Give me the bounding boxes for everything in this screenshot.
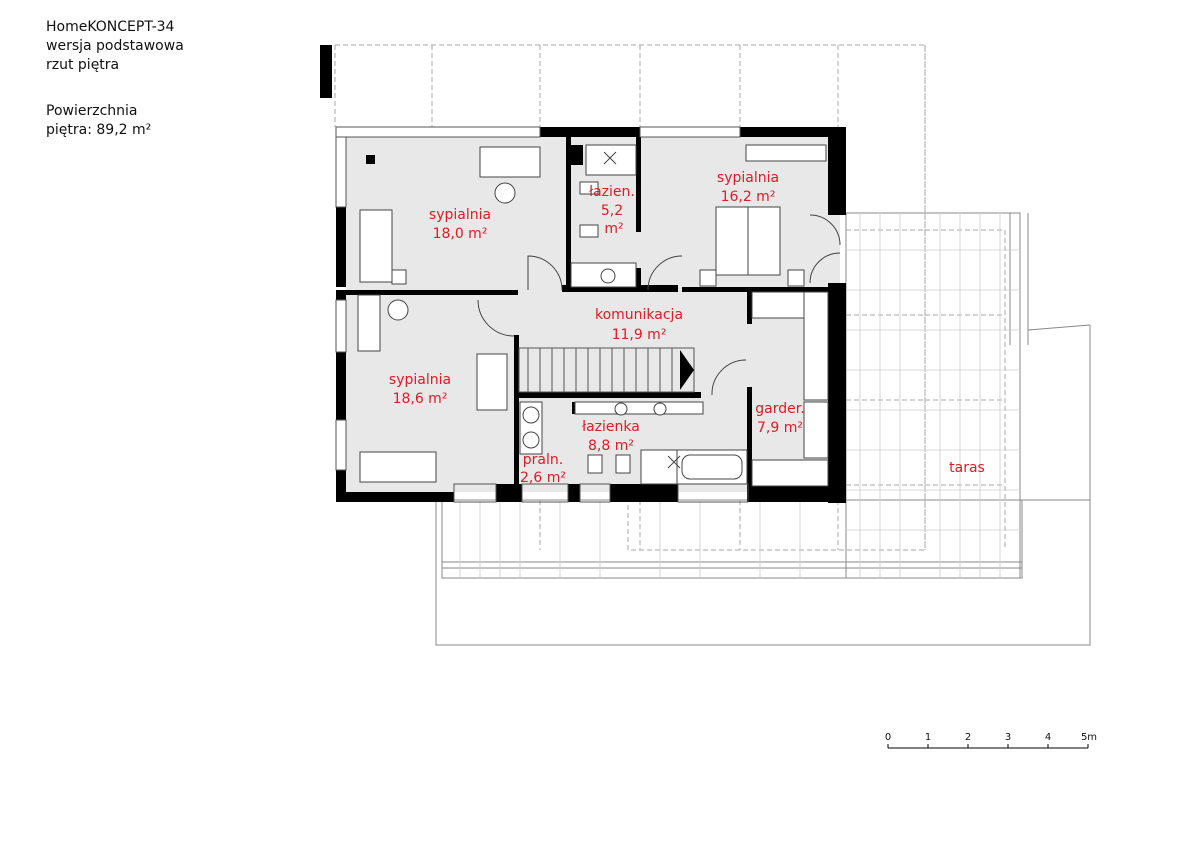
room-area: 8,8 m² [588,438,634,454]
scale-tick-label: 2 [965,732,971,743]
project-title: HomeKONCEPT-34 wersja podstawowa rzut pi… [46,18,184,75]
scale-bar: 0 1 2 3 4 5m [885,732,1097,749]
room-area: 7,9 m² [757,420,803,436]
area-label: Powierzchnia [46,103,138,119]
room-name: łazien. [589,184,635,200]
stair-arrow-icon [680,350,694,390]
room-area: 18,0 m² [433,226,488,242]
area-value: piętra: 89,2 m² [46,122,152,138]
scale-tick-label: 4 [1045,732,1051,743]
scale-tick-label: 0 [885,732,891,743]
floor-area: Powierzchnia piętra: 89,2 m² [46,102,151,140]
room-name: sypialnia [717,170,779,186]
project-variant: wersja podstawowa [46,38,184,54]
terrace-label: taras [949,460,985,476]
room-area: 2,6 m² [520,470,566,486]
windows [335,126,749,503]
scale-tick-label: 3 [1005,732,1011,743]
terrace-grid [459,213,1020,578]
drawing-view: rzut piętra [46,57,120,73]
walls [336,127,846,503]
room-name: praln. [523,452,563,468]
scale-tick-label: 5m [1081,732,1097,743]
chimney-wall [320,45,332,98]
room-labels: sypialnia 18,0 m² łazien. 5,2 m² sypialn… [389,170,985,486]
room-name: sypialnia [389,372,451,388]
chimney-icon [366,155,375,164]
doors [477,214,841,396]
boiler-icon [568,145,583,165]
room-name: komunikacja [595,307,683,323]
room-area: 18,6 m² [393,391,448,407]
room-area: 16,2 m² [721,189,776,205]
scale-tick-label: 1 [925,732,931,743]
room-area: 11,9 m² [612,327,667,343]
room-name: garder. [755,401,804,417]
room-area: 5,2 [601,203,623,219]
terrace-outline [435,212,1091,646]
furniture [357,144,829,487]
room-area-unit: m² [604,221,623,237]
project-name: HomeKONCEPT-34 [46,19,175,35]
room-name: łazienka [582,419,640,435]
terrace-tiles [334,44,1006,551]
room-name: sypialnia [429,207,491,223]
